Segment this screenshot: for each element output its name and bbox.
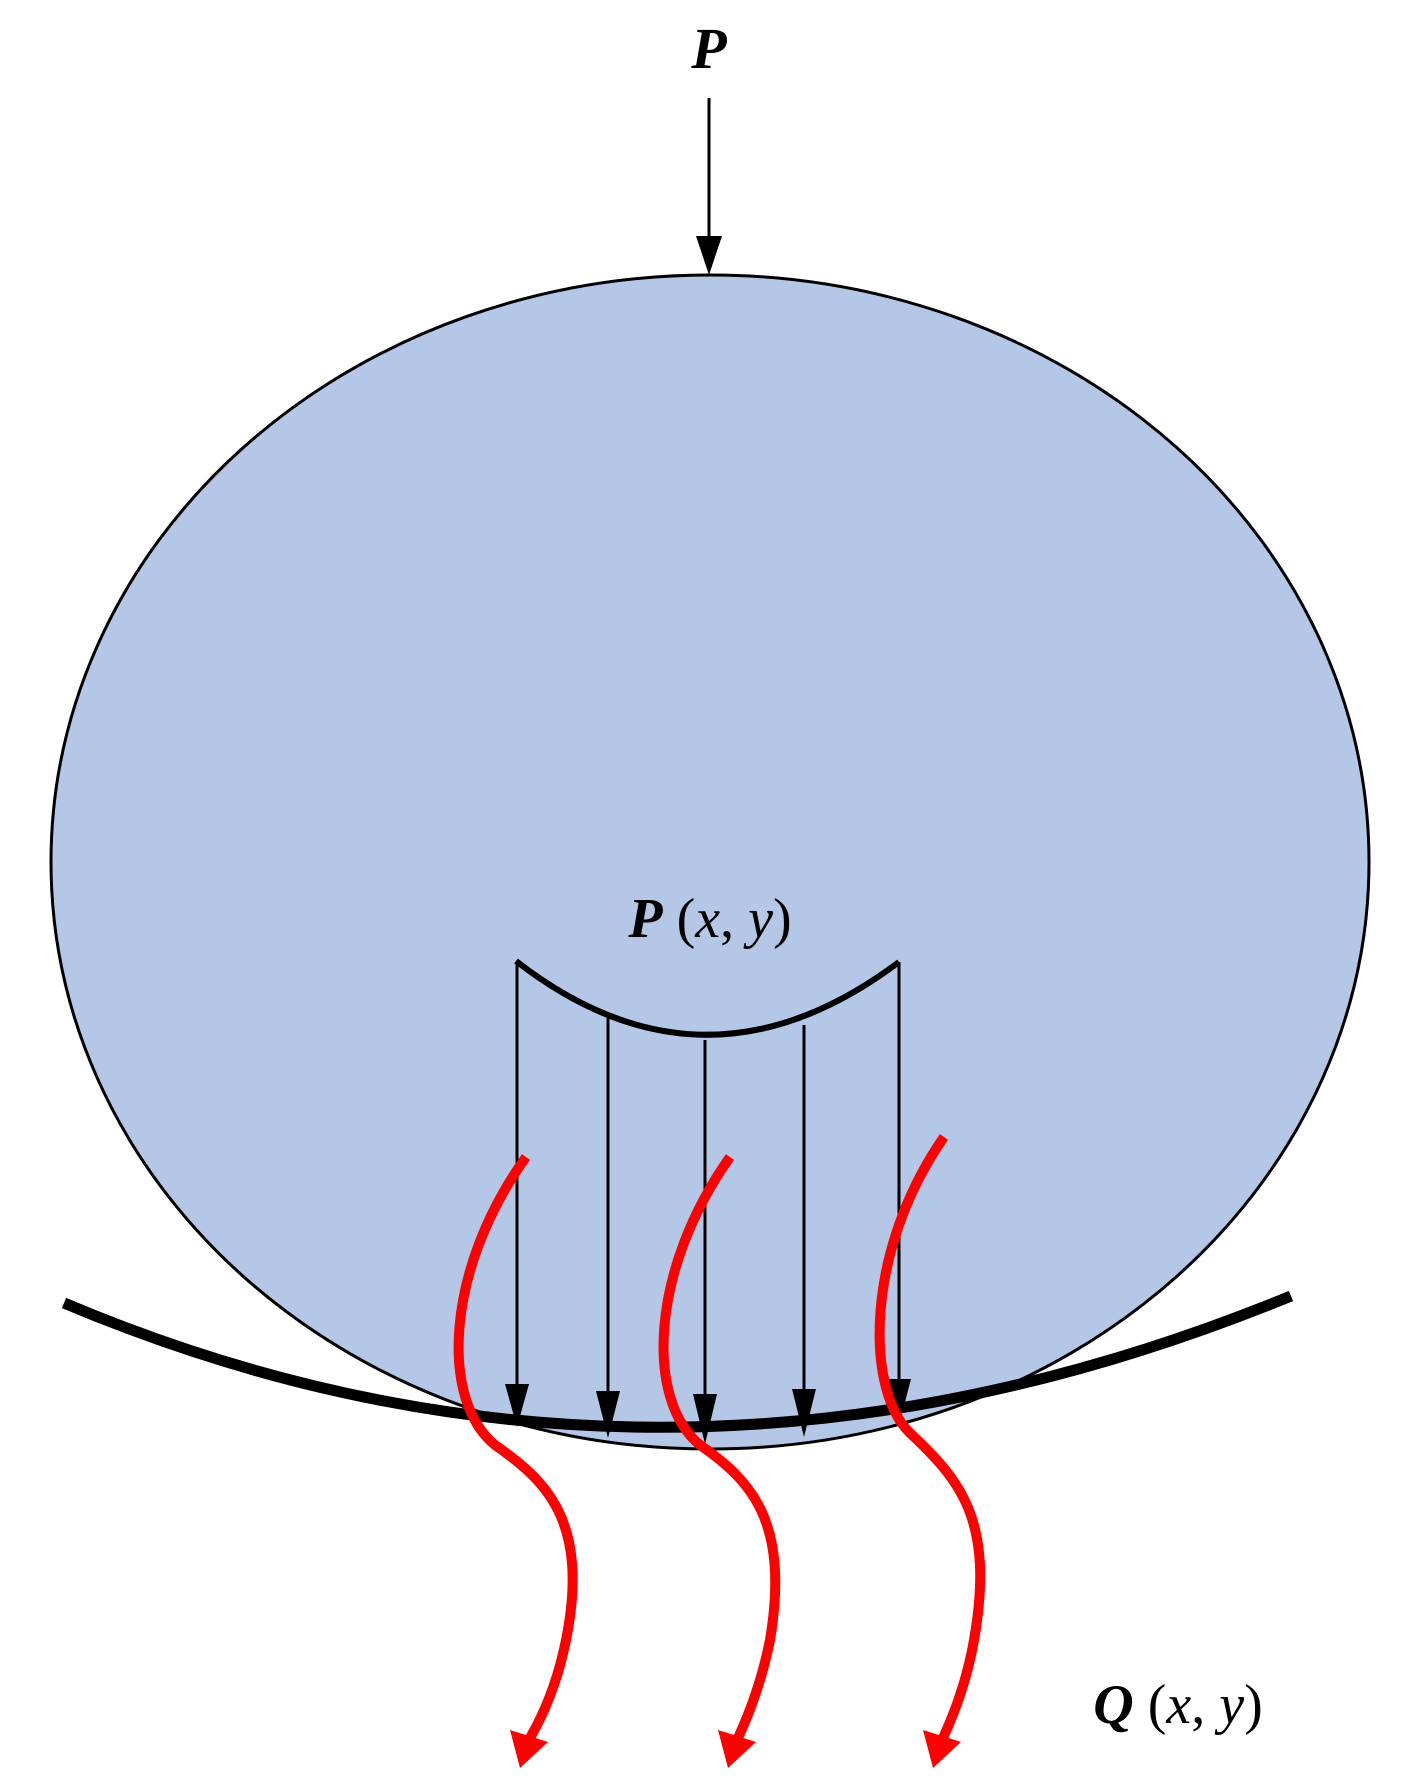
heat-flow-arrows: [453, 1134, 986, 1768]
pressure-arrow: [693, 1040, 717, 1444]
pressure-arrow: [596, 1018, 620, 1438]
load-arrow: [696, 98, 722, 275]
pressure-arrow: [887, 962, 911, 1425]
pressure-distribution-curve: [514, 958, 901, 1038]
pressure-label: P (x, y): [627, 888, 791, 950]
heat-flow-arrow: [874, 1134, 986, 1768]
heat-flux-label: Q (x, y): [1093, 1674, 1262, 1736]
contact-surface: [61, 1290, 1294, 1433]
heat-flow-arrow: [453, 1154, 578, 1768]
pressure-arrow: [792, 1025, 816, 1437]
heat-flow-arrow: [658, 1154, 781, 1768]
load-label: P: [690, 16, 727, 81]
ball: [49, 273, 1371, 1451]
pressure-arrows: [505, 962, 911, 1444]
